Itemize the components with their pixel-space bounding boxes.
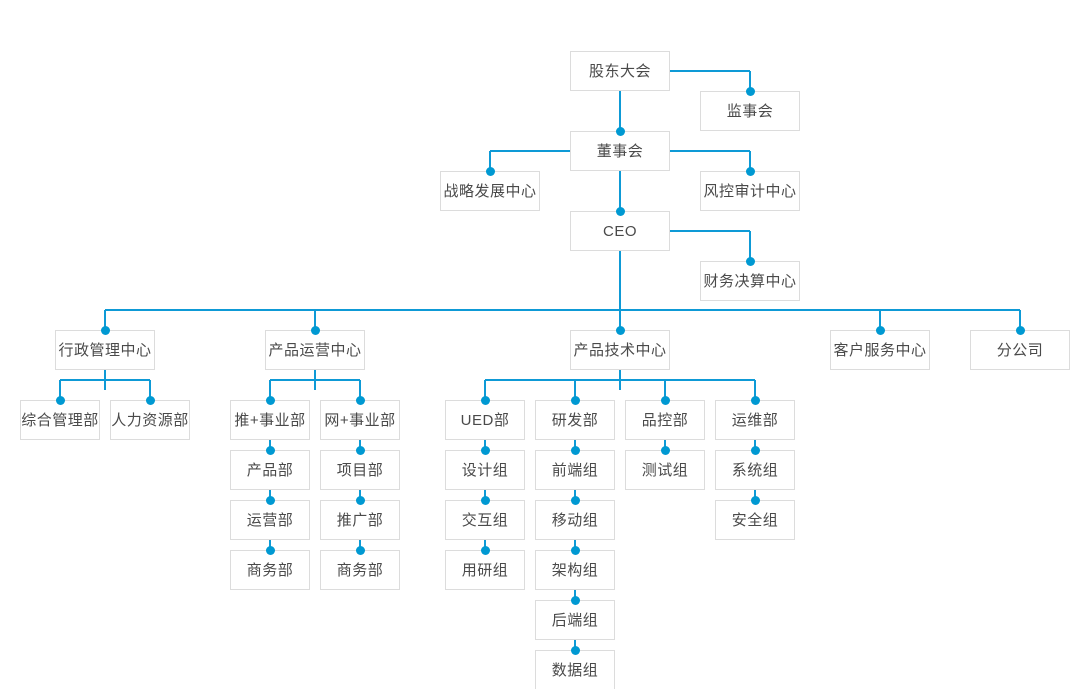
org-node-label: 品控部 [641, 411, 689, 429]
org-node-label: 推+事业部 [234, 411, 306, 429]
org-node-label: 产品运营中心 [268, 341, 362, 359]
org-node-label: 监事会 [726, 102, 774, 120]
org-node-supervisors[interactable]: 监事会 [700, 91, 800, 131]
org-node-label: 用研组 [461, 561, 509, 579]
org-node-branch[interactable]: 分公司 [970, 330, 1070, 370]
org-node-label: 风控审计中心 [703, 182, 797, 200]
org-node-rnd-mobile[interactable]: 移动组 [535, 500, 615, 540]
org-node-rnd[interactable]: 研发部 [535, 400, 615, 440]
org-node-label: 架构组 [551, 561, 599, 579]
org-node-label: 综合管理部 [21, 411, 99, 429]
org-node-riskaudit[interactable]: 风控审计中心 [700, 171, 800, 211]
org-node-ued[interactable]: UED部 [445, 400, 525, 440]
org-node-ued-interact[interactable]: 交互组 [445, 500, 525, 540]
org-node-admin-hr[interactable]: 人力资源部 [110, 400, 190, 440]
org-node-label: 分公司 [996, 341, 1044, 359]
org-node-label: 交互组 [461, 511, 509, 529]
org-node-ceo[interactable]: CEO [570, 211, 670, 251]
org-node-label: UED部 [460, 411, 510, 429]
org-node-label: CEO [602, 222, 637, 240]
org-node-prodops[interactable]: 产品运营中心 [265, 330, 365, 370]
org-node-ops-business1[interactable]: 商务部 [230, 550, 310, 590]
org-node-customer[interactable]: 客户服务中心 [830, 330, 930, 370]
org-node-ops-system[interactable]: 系统组 [715, 450, 795, 490]
org-node-label: 后端组 [551, 611, 599, 629]
org-node-rnd-back[interactable]: 后端组 [535, 600, 615, 640]
org-node-label: 安全组 [731, 511, 779, 529]
org-node-ued-research[interactable]: 用研组 [445, 550, 525, 590]
org-node-label: 项目部 [336, 461, 384, 479]
org-node-qa-test[interactable]: 测试组 [625, 450, 705, 490]
org-node-label: 运维部 [731, 411, 779, 429]
org-node-label: 移动组 [551, 511, 599, 529]
org-node-strategy[interactable]: 战略发展中心 [440, 171, 540, 211]
org-node-label: 商务部 [336, 561, 384, 579]
org-node-ops-product[interactable]: 产品部 [230, 450, 310, 490]
org-node-ops-security[interactable]: 安全组 [715, 500, 795, 540]
org-node-admin[interactable]: 行政管理中心 [55, 330, 155, 370]
org-node-ops-operate[interactable]: 运营部 [230, 500, 310, 540]
org-node-qa[interactable]: 品控部 [625, 400, 705, 440]
org-node-rnd-data[interactable]: 数据组 [535, 650, 615, 689]
org-node-label: 董事会 [596, 142, 644, 160]
org-node-label: 财务决算中心 [703, 272, 797, 290]
org-node-ops-maintain[interactable]: 运维部 [715, 400, 795, 440]
org-node-ops-promote[interactable]: 推广部 [320, 500, 400, 540]
org-node-label: 测试组 [641, 461, 689, 479]
org-node-ops-business2[interactable]: 商务部 [320, 550, 400, 590]
org-node-label: 战略发展中心 [443, 182, 537, 200]
org-node-ued-design[interactable]: 设计组 [445, 450, 525, 490]
org-node-label: 网+事业部 [324, 411, 396, 429]
org-node-label: 系统组 [731, 461, 779, 479]
org-node-label: 推广部 [336, 511, 384, 529]
org-node-label: 运营部 [246, 511, 294, 529]
org-node-ops-tui[interactable]: 推+事业部 [230, 400, 310, 440]
org-node-label: 行政管理中心 [58, 341, 152, 359]
org-node-label: 产品技术中心 [573, 341, 667, 359]
org-node-shareholders[interactable]: 股东大会 [570, 51, 670, 91]
org-node-admin-general[interactable]: 综合管理部 [20, 400, 100, 440]
org-node-ops-project[interactable]: 项目部 [320, 450, 400, 490]
org-node-label: 数据组 [551, 661, 599, 679]
org-node-board[interactable]: 董事会 [570, 131, 670, 171]
org-node-rnd-arch[interactable]: 架构组 [535, 550, 615, 590]
org-node-label: 客户服务中心 [833, 341, 927, 359]
org-node-label: 研发部 [551, 411, 599, 429]
org-node-label: 前端组 [551, 461, 599, 479]
org-node-label: 股东大会 [588, 62, 651, 80]
org-node-prodtech[interactable]: 产品技术中心 [570, 330, 670, 370]
org-node-label: 人力资源部 [111, 411, 189, 429]
org-node-finance[interactable]: 财务决算中心 [700, 261, 800, 301]
org-node-label: 商务部 [246, 561, 294, 579]
org-node-label: 产品部 [246, 461, 294, 479]
org-node-ops-wang[interactable]: 网+事业部 [320, 400, 400, 440]
org-node-label: 设计组 [461, 461, 509, 479]
org-node-rnd-front[interactable]: 前端组 [535, 450, 615, 490]
